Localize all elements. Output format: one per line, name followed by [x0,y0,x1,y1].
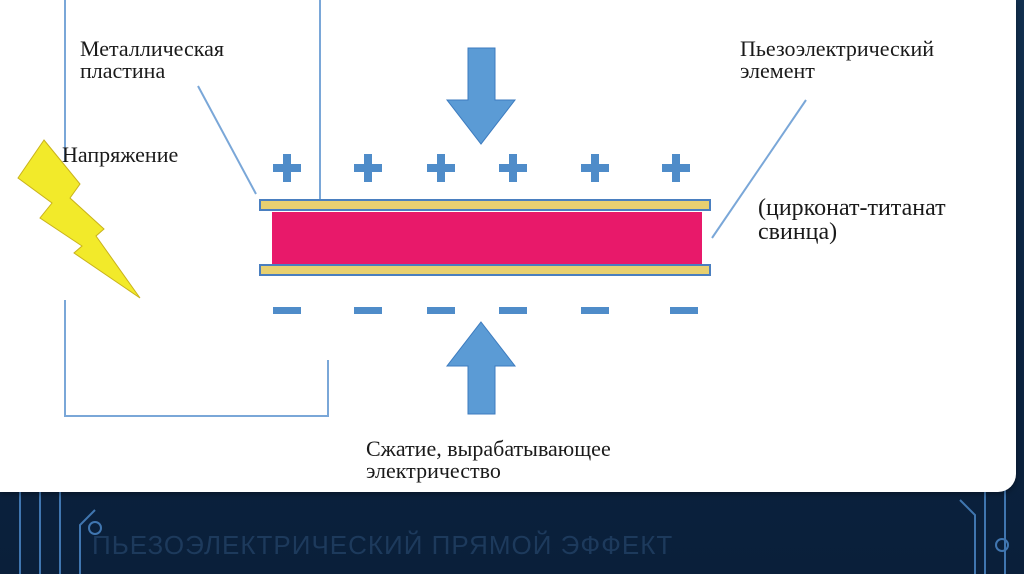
plus-charge-icon [499,154,527,182]
compression-label-line2: электричество [366,458,501,483]
material-label-line1: (цирконат-титанат [758,195,946,221]
slide-title: ПЬЕЗОЭЛЕКТРИЧЕСКИЙ ПРЯМОЙ ЭФФЕКТ [92,530,674,560]
minus-charge-icon [273,307,301,314]
negative-charges [273,307,698,314]
metal-plate-pointer [197,85,257,195]
compression-arrow-up [445,321,517,415]
compression-label-line1: Сжатие, вырабатывающее [366,436,611,461]
minus-charge-icon [581,307,609,314]
compression-label: Сжатие, вырабатывающее электричество [366,438,611,482]
minus-charge-icon [354,307,382,314]
voltage-label: Напряжение [62,144,178,166]
piezo-element-pointer [711,99,807,239]
plus-charge-icon [581,154,609,182]
piezo-element-label: Пьезоэлектрический элемент [740,38,934,82]
piezo-element-body [272,212,702,264]
metal-plate-label: Металлическая пластина [80,38,224,82]
metal-plate-label-line1: Металлическая [80,36,224,61]
material-label-line2: свинца) [758,219,838,245]
circuit-wire [64,0,329,417]
plus-charge-icon [354,154,382,182]
voltage-label-text: Напряжение [62,142,179,167]
plus-charge-icon [662,154,690,182]
piezo-element-label-line1: Пьезоэлектрический [740,36,935,61]
plus-charge-icon [427,154,455,182]
compression-arrow-down [445,47,517,145]
top-metal-plate [259,199,711,211]
positive-charges [273,154,690,182]
minus-charge-icon [427,307,455,314]
plus-charge-icon [273,154,301,182]
bottom-metal-plate [259,264,711,276]
metal-plate-label-line2: пластина [80,58,166,83]
diagram-panel: Металлическая пластина Напряжение Пьезоэ… [0,0,1016,492]
lightning-bolt-icon [17,139,141,299]
minus-charge-icon [670,307,698,314]
piezo-diagram [17,0,807,417]
material-label: (цирконат-титанат свинца) [758,196,946,244]
piezo-element-label-line2: элемент [740,58,815,83]
minus-charge-icon [499,307,527,314]
